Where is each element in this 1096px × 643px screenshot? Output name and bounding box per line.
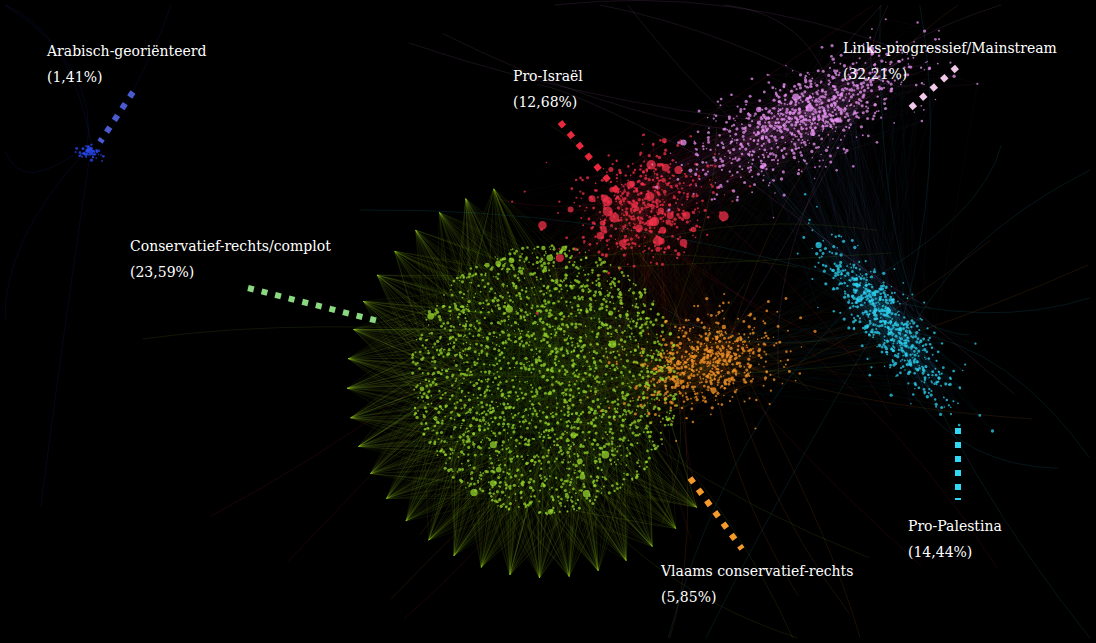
background: Arabisch-georiënteerd (1,41%)Pro-Israël … [0,0,1096,643]
